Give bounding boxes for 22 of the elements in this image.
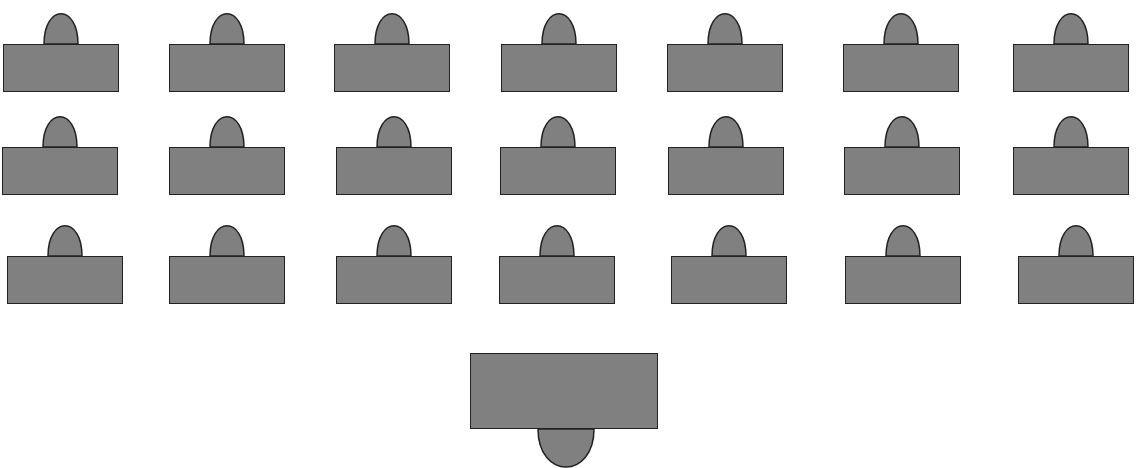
- person-head: [541, 13, 577, 44]
- person-head: [539, 225, 575, 256]
- person-head: [209, 13, 245, 44]
- person-head: [209, 116, 245, 147]
- person-head: [1058, 225, 1094, 256]
- person-head: [537, 429, 595, 468]
- person-head: [883, 13, 919, 44]
- person-head: [707, 13, 743, 44]
- person-head: [47, 225, 83, 256]
- person-head: [1053, 13, 1089, 44]
- person-head: [209, 225, 245, 256]
- person-head: [42, 116, 78, 147]
- person-head: [376, 116, 412, 147]
- person-head: [376, 225, 412, 256]
- person-head: [540, 116, 576, 147]
- person-head: [711, 225, 747, 256]
- person-head: [1053, 116, 1089, 147]
- person-head: [885, 225, 921, 256]
- person-head: [43, 13, 79, 44]
- person-head: [708, 116, 744, 147]
- person-head: [374, 13, 410, 44]
- person-head: [884, 116, 920, 147]
